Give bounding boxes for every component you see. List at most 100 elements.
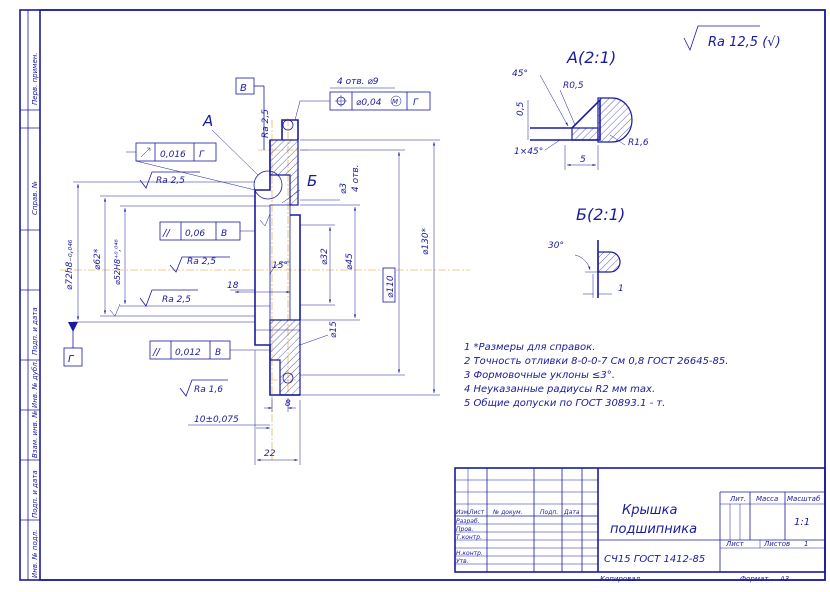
tb-kopiroval: Копировал xyxy=(600,575,641,583)
note-4: 4 Неуказанные радиусы R2 мм max. xyxy=(464,384,655,395)
roughness-r4: Ra 1,6 xyxy=(194,385,223,395)
svg-text:В: В xyxy=(240,83,247,94)
dim-d110-frame xyxy=(382,267,396,303)
svg-text:Г: Г xyxy=(199,150,205,160)
tb-material: СЧ15 ГОСТ 1412-85 xyxy=(604,554,705,565)
tb-utv: Утв. xyxy=(456,558,469,565)
side-stamp: Перв. примен. Справ. № Подп. и дата Инв.… xyxy=(20,10,40,580)
dim-ang15: 15° xyxy=(272,261,288,271)
roughness-r2: Ra 2,5 xyxy=(187,257,216,267)
tb-listov: Листов xyxy=(763,540,790,548)
runout-tolerance-frame: 0,016 Г xyxy=(126,142,256,191)
svg-text:0,06: 0,06 xyxy=(185,229,205,239)
roughness-r1: Ra 2,5 xyxy=(156,176,185,186)
dim-d110: ⌀110 xyxy=(386,275,396,298)
section-flange-bottom xyxy=(269,319,301,396)
tb-nkontr: Н.контр. xyxy=(456,550,483,557)
position-tolerance-frame: ⌀0,04 M Г xyxy=(294,91,431,121)
tb-format: Формат xyxy=(740,575,769,583)
stamp-podp-data-2: Подп. и дата xyxy=(31,470,39,518)
tb-scale-value: 1:1 xyxy=(794,517,810,528)
tb-name-2: подшипника xyxy=(610,522,697,537)
dim-l8: 8 xyxy=(285,399,291,409)
tb-list: Лист xyxy=(725,540,745,548)
holes-note: 4 отв. ⌀9 xyxy=(337,77,379,87)
general-roughness: Ra 12,5 (√) xyxy=(683,25,781,52)
tb-prov: Пров. xyxy=(456,526,474,533)
roughness-r3: Ra 2,5 xyxy=(162,295,191,305)
detail-a-view: А(2:1) 45° R0,5 0,5 1×45° 5 R1,6 xyxy=(512,48,649,170)
svg-text:В: В xyxy=(215,348,221,358)
dim-d130: ⌀130* xyxy=(421,227,431,255)
dim-d45: ⌀45 xyxy=(345,253,355,270)
tb-listov-value: 1 xyxy=(804,540,808,548)
svg-text:В: В xyxy=(221,229,227,239)
stamp-sprav-no: Справ. № xyxy=(31,181,39,215)
parallel-symbol-icon-2: // xyxy=(152,347,161,358)
svg-text:Ra 12,5 (√): Ra 12,5 (√) xyxy=(708,35,781,50)
stamp-podp-data-1: Подп. и дата xyxy=(31,307,39,355)
note-1: 1 *Размеры для справок. xyxy=(464,342,595,353)
main-section-view: А Б В Ra 2,5 4 отв. ⌀9 ⌀0,04 M Г xyxy=(60,77,470,465)
tb-col-date: Дата xyxy=(563,509,580,516)
tb-name-1: Крышка xyxy=(622,503,677,518)
svg-text:Г: Г xyxy=(413,98,419,108)
tb-format-value: A3 xyxy=(779,575,789,583)
dim-d72: ⌀72h8₋₀,₀₄₆ xyxy=(65,239,75,290)
svg-text:⌀0,04: ⌀0,04 xyxy=(356,98,382,108)
svg-text:0,012: 0,012 xyxy=(175,348,201,358)
runout-symbol-icon xyxy=(140,147,151,158)
tb-col-list: Лист xyxy=(468,509,485,516)
note-2: 2 Точность отливки 8-0-0-7 См 0,8 ГОСТ 2… xyxy=(464,356,728,367)
view-label-b: Б xyxy=(307,172,317,190)
tb-tkontr: Т.контр. xyxy=(456,534,482,541)
detail-a-marker-circle xyxy=(253,170,283,200)
tb-massa: Масса xyxy=(756,495,778,503)
dim-l18: 18 xyxy=(227,281,239,291)
dim-d62: ⌀62* xyxy=(93,248,103,270)
view-label-a: А xyxy=(202,112,213,130)
roughness-top: Ra 2,5 xyxy=(261,109,271,138)
svg-text:M: M xyxy=(392,98,398,106)
detail-a-title: А(2:1) xyxy=(566,48,616,67)
dim-d32: ⌀32 xyxy=(320,248,330,265)
svg-text:Г: Г xyxy=(68,354,75,365)
svg-text:0,016: 0,016 xyxy=(160,150,186,160)
detail-a-w5: 5 xyxy=(580,155,586,165)
tb-col-doc: № докум. xyxy=(492,509,523,516)
detail-b-ang30: 30° xyxy=(548,241,564,251)
tb-col-izm: Изм. xyxy=(456,509,470,516)
note-5: 5 Общие допуски по ГОСТ 30893.1 - т. xyxy=(464,397,665,409)
parallel-tolerance-frame-1: // 0,06 В xyxy=(159,221,255,241)
tb-col-sign: Подп. xyxy=(540,509,558,516)
dim-holes4: 4 отв. xyxy=(351,164,361,192)
detail-a-r05: R0,5 xyxy=(563,81,584,91)
dim-d15: ⌀15 xyxy=(329,321,339,338)
detail-b-view: Б(2:1) 30° 1 xyxy=(548,205,625,298)
tb-lit: Лит. xyxy=(729,495,746,503)
detail-a-ang45: 45° xyxy=(512,69,528,79)
dim-d52: ⌀52H8⁺⁰,⁰⁴⁶ xyxy=(113,239,122,285)
detail-b-w1: 1 xyxy=(618,284,624,294)
stamp-inv-podl: Инв. № подл. xyxy=(31,530,39,578)
technical-notes: 1 *Размеры для справок. 2 Точность отлив… xyxy=(464,342,728,409)
note-3: 3 Формовочные уклоны ≤3°. xyxy=(464,370,615,381)
detail-b-title: Б(2:1) xyxy=(576,205,625,224)
dim-l22: 22 xyxy=(264,449,276,459)
dim-d3: ⌀3 xyxy=(339,183,349,194)
dim-l10: 10±0,075 xyxy=(194,415,239,425)
stamp-inv-dubl: Инв. № дубл. xyxy=(31,360,39,408)
parallel-symbol-icon: // xyxy=(162,228,171,239)
detail-a-ch: 1×45° xyxy=(514,147,543,157)
drawing-frame xyxy=(39,9,826,581)
tb-razrab: Разраб. xyxy=(456,518,480,525)
stamp-perv-primen: Перв. примен. xyxy=(31,52,39,105)
detail-a-h05: 0,5 xyxy=(516,101,526,116)
tb-masshtab: Масштаб xyxy=(787,495,821,503)
stamp-vzam-inv: Взам. инв. № xyxy=(31,410,39,458)
parallel-tolerance-frame-2: // 0,012 В xyxy=(149,340,270,360)
title-block: Изм. Лист № докум. Подп. Дата Разраб. Пр… xyxy=(454,467,826,583)
detail-a-r16: R1,6 xyxy=(628,138,649,148)
